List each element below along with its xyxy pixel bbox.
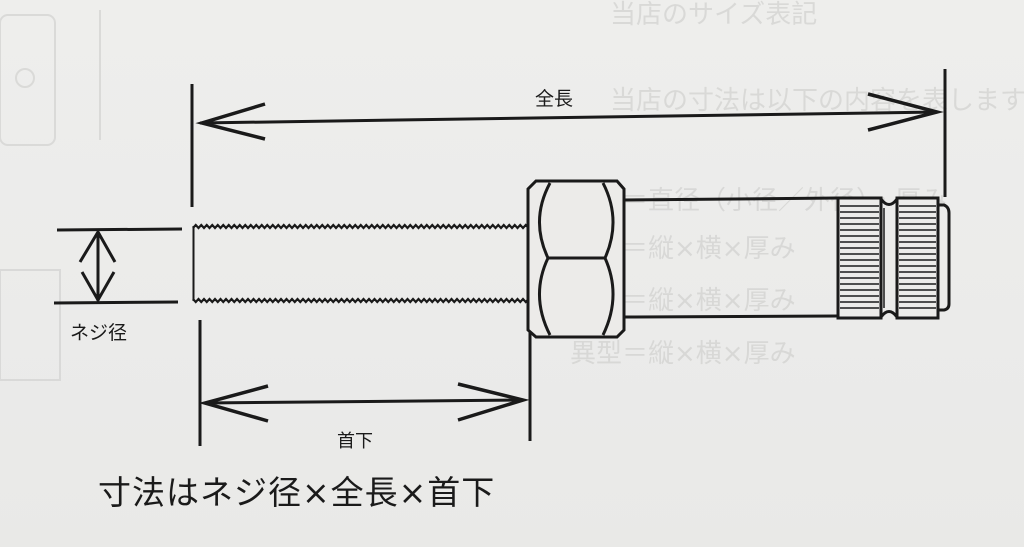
show-through-line-2: 当店の寸法は以下の内容を表します [610, 86, 1024, 116]
shank [623, 196, 839, 319]
dimension-caption: 寸法はネジ径×全長×首下 [98, 473, 496, 512]
thread-diameter-dimension [53, 227, 183, 305]
groove [879, 198, 899, 318]
show-through-line-6: 異型＝縦×横×厚み [570, 339, 796, 369]
thread [192, 223, 579, 304]
knurl-ring-2 [895, 196, 940, 320]
show-through-line-1: 当店のサイズ表記 [610, 0, 818, 30]
overall-length-label: 全長 [535, 88, 574, 110]
under-head-label: 首下 [337, 431, 373, 452]
hex-head [526, 179, 626, 339]
overall-length-dimension [190, 69, 947, 207]
under-head-dimension [198, 314, 532, 446]
knurl-ring-1 [836, 196, 883, 320]
show-through-drawing [0, 10, 101, 381]
end-cap [938, 203, 951, 312]
thread-diameter-label: ネジ径 [70, 322, 128, 344]
